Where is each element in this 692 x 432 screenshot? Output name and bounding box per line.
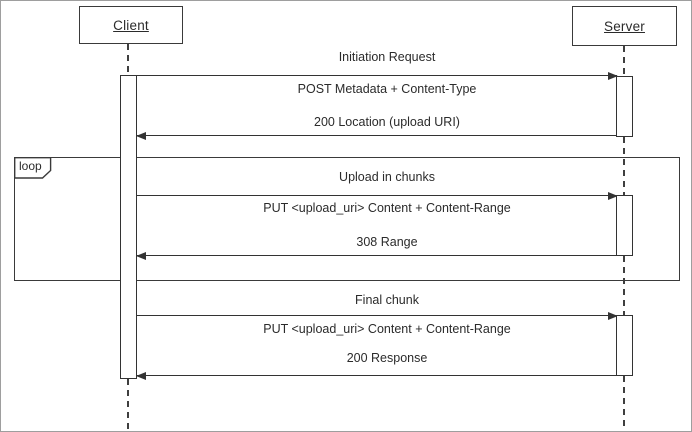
message-label-put-chunk: PUT <upload_uri> Content + Content-Range [263, 201, 511, 215]
arrow-final-chunk [137, 311, 618, 320]
arrow-shaft [137, 315, 617, 316]
arrowhead-right-icon [608, 71, 618, 80]
arrowhead-left-icon [136, 371, 146, 380]
arrow-shaft [137, 255, 617, 256]
loop-fragment-label: loop [19, 159, 42, 173]
server-activation-bar-initiation [616, 76, 633, 137]
arrow-upload-chunk [137, 191, 618, 200]
arrow-shaft [137, 195, 617, 196]
arrow-shaft [137, 375, 617, 376]
actor-box-client: Client [79, 6, 183, 44]
arrow-shaft [137, 75, 617, 76]
arrow-range-response [136, 251, 617, 260]
server-activation-bar-final [616, 315, 633, 376]
arrowhead-right-icon [608, 311, 618, 320]
message-label-put-final: PUT <upload_uri> Content + Content-Range [263, 322, 511, 336]
server-lifeline-segment-1 [623, 46, 625, 76]
server-activation-bar-loop [616, 195, 633, 256]
loop-pentagon-icon [14, 157, 52, 179]
arrow-initiation-request [137, 71, 618, 80]
client-activation-bar [120, 75, 137, 379]
server-lifeline-segment-4 [623, 376, 625, 431]
loop-fragment-box [14, 157, 680, 281]
actor-client-label: Client [113, 17, 149, 33]
arrow-ok-response [136, 371, 617, 380]
actor-box-server: Server [572, 6, 677, 46]
message-label-location-response: 200 Location (upload URI) [314, 115, 460, 129]
message-label-post-metadata: POST Metadata + Content-Type [297, 82, 477, 96]
message-label-range-response: 308 Range [356, 235, 418, 249]
server-lifeline-segment-3 [623, 256, 625, 315]
actor-server-label: Server [604, 18, 645, 34]
arrow-shaft [137, 135, 617, 136]
message-label-ok-response: 200 Response [346, 351, 428, 365]
message-label-final-chunk: Final chunk [355, 293, 419, 307]
message-label-initiation-request: Initiation Request [338, 50, 436, 64]
arrow-location-response [136, 131, 617, 140]
arrowhead-right-icon [608, 191, 618, 200]
client-lifeline-top [127, 44, 129, 75]
arrowhead-left-icon [136, 131, 146, 140]
server-lifeline-segment-2 [623, 137, 625, 195]
client-lifeline-bottom [127, 379, 129, 431]
message-label-upload-in-chunks: Upload in chunks [339, 170, 435, 184]
arrowhead-left-icon [136, 251, 146, 260]
